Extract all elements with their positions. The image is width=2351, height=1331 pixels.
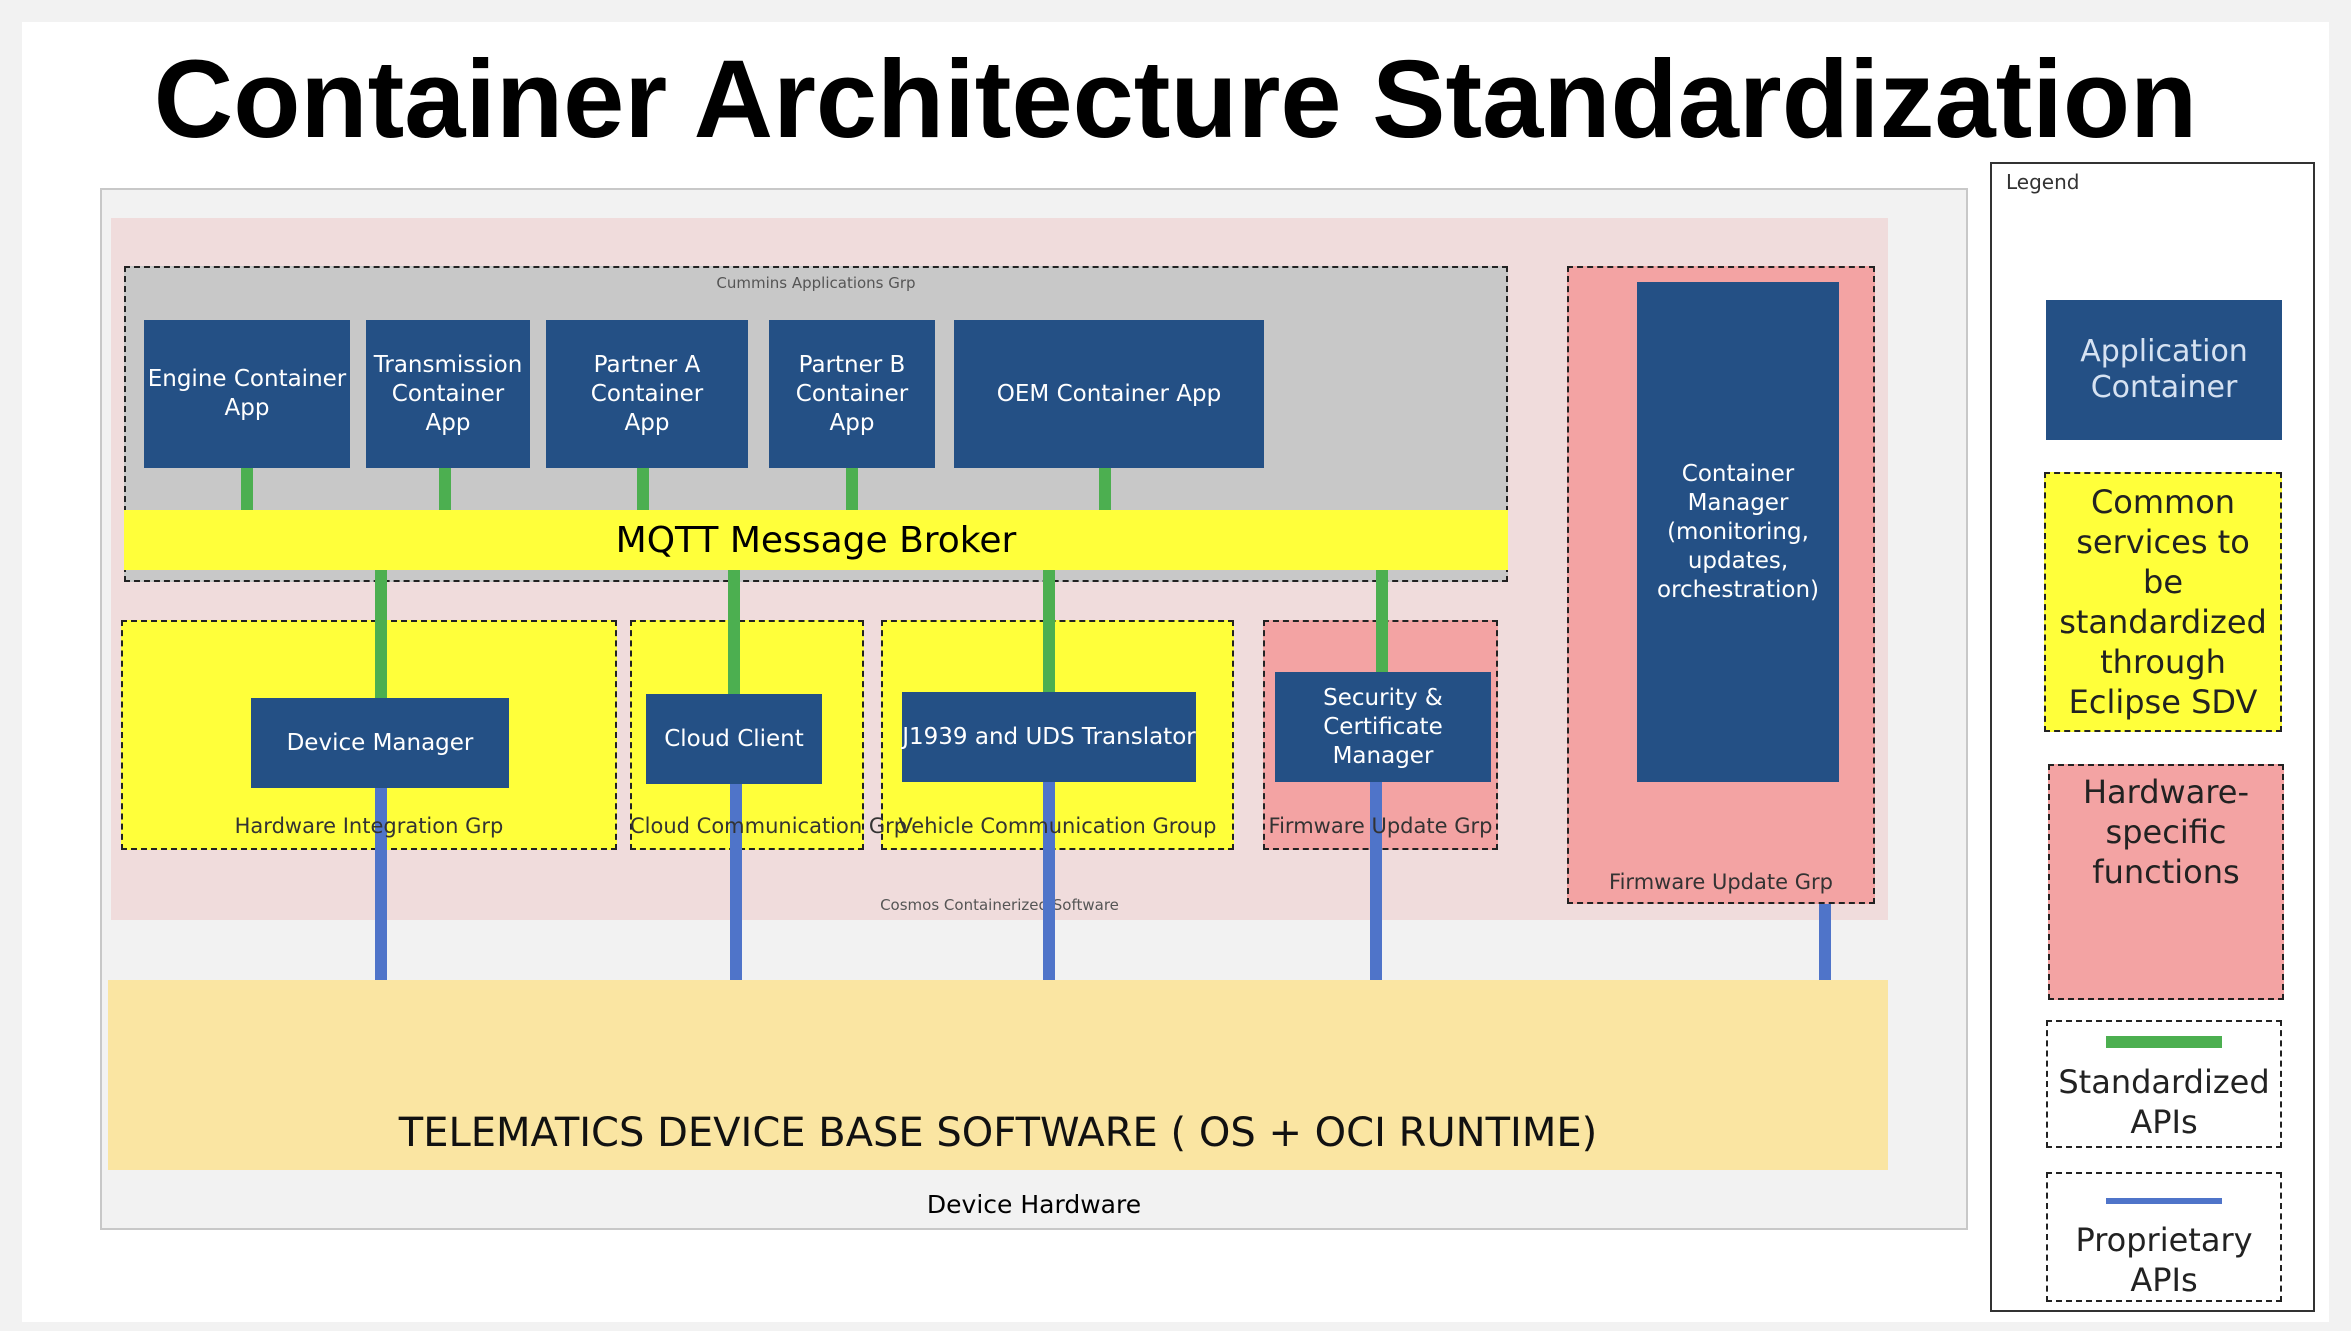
standardized-api-connector [728, 570, 740, 694]
partner-a-container-app: Partner A Container App [546, 320, 748, 468]
engine-container-app: Engine Container App [144, 320, 350, 468]
standardized-api-connector [1376, 570, 1388, 672]
proprietary-api-connector [375, 788, 387, 988]
legend-proprietary-apis: Proprietary APIs [2046, 1172, 2282, 1302]
legend-hardware-specific: Hardware-specific functions [2048, 764, 2284, 1000]
cloud-client: Cloud Client [646, 694, 822, 784]
legend-application-container: Application Container [2046, 300, 2282, 440]
legend-blue-line-swatch [2106, 1198, 2222, 1204]
container-manager-group-label: Firmware Update Grp [1609, 870, 1833, 894]
telematics-base-software-label: TELEMATICS DEVICE BASE SOFTWARE ( OS + O… [398, 1110, 1598, 1156]
telematics-base-software [108, 980, 1888, 1170]
oem-container-app: OEM Container App [954, 320, 1264, 468]
proprietary-api-connector [730, 784, 742, 984]
container-manager: Container Manager (monitoring, updates, … [1637, 282, 1839, 782]
proprietary-api-connector [1370, 782, 1382, 982]
mqtt-message-broker: MQTT Message Broker [124, 510, 1508, 570]
standardized-api-connector [1043, 570, 1055, 692]
j1939-uds-translator: J1939 and UDS Translator [902, 692, 1196, 782]
device-hardware-label: Device Hardware [926, 1190, 1142, 1219]
standardized-api-connector [1099, 468, 1111, 510]
standardized-api-connector [637, 468, 649, 510]
legend-title: Legend [2006, 170, 2080, 194]
security-certificate-manager: Security & Certificate Manager [1275, 672, 1491, 782]
standardized-api-connector [241, 468, 253, 510]
partner-b-container-app: Partner B Container App [769, 320, 935, 468]
proprietary-api-connector [1043, 782, 1055, 984]
legend-common-services-label: Common services to be standardized throu… [2059, 483, 2267, 721]
device-manager: Device Manager [251, 698, 509, 788]
standardized-api-connector [439, 468, 451, 510]
cosmos-software-label: Cosmos Containerized Software [880, 896, 1119, 914]
legend-standardized-apis-label: Standardized APIs [2058, 1063, 2270, 1141]
standardized-api-connector [846, 468, 858, 510]
security-firmware-group-label: Firmware Update Grp [1268, 814, 1493, 838]
legend-application-container-label: Application Container [2080, 334, 2248, 405]
cloud-communication-group-label: Cloud Communication Grp [630, 814, 908, 838]
legend-green-line-swatch [2106, 1036, 2222, 1048]
hardware-integration-group-label: Hardware Integration Grp [234, 814, 504, 838]
transmission-container-app: Transmission Container App [366, 320, 530, 468]
legend-standardized-apis: Standardized APIs [2046, 1020, 2282, 1148]
legend-proprietary-apis-label: Proprietary APIs [2075, 1221, 2253, 1299]
standardized-api-connector [375, 570, 387, 698]
legend-hardware-specific-label: Hardware-specific functions [2082, 773, 2250, 891]
vehicle-communication-group-label: Vehicle Communication Group [898, 814, 1217, 838]
page-title: Container Architecture Standardization [153, 38, 2198, 161]
cummins-applications-group-label: Cummins Applications Grp [716, 274, 916, 292]
legend-common-services: Common services to be standardized throu… [2044, 472, 2282, 732]
